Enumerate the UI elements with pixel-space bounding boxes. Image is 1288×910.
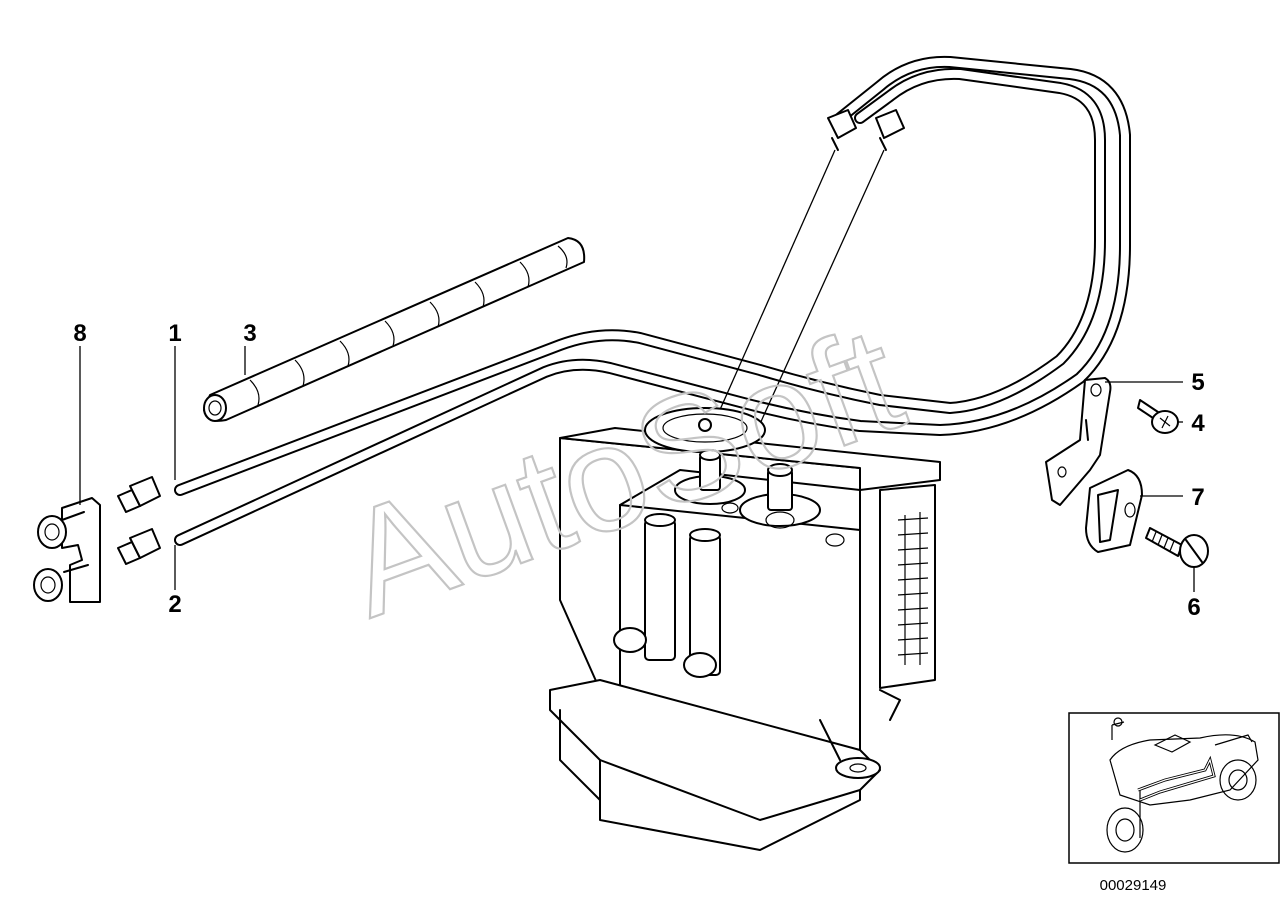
callout-6: 6 <box>1187 594 1200 621</box>
callout-2: 2 <box>168 591 181 618</box>
document-number: 00029149 <box>1100 877 1167 894</box>
pipe-end-1 <box>117 476 161 513</box>
callout-7: 7 <box>1191 484 1204 511</box>
leader-lines <box>79 346 1195 592</box>
abs-hydraulic-unit <box>549 407 941 851</box>
motorcycle-icon <box>1106 717 1259 853</box>
motorcycle-inset <box>1068 712 1280 864</box>
callout-4: 4 <box>1191 410 1205 437</box>
callout-5: 5 <box>1191 369 1204 396</box>
screw-small <box>1137 399 1179 434</box>
callout-3: 3 <box>243 320 256 347</box>
brake-pipe-loop <box>174 55 1131 546</box>
screw-large <box>1145 527 1209 568</box>
protective-hose <box>203 237 586 422</box>
callout-8: 8 <box>73 320 86 347</box>
pipe-end-2 <box>117 528 161 565</box>
pipe-clip <box>33 497 101 603</box>
callout-1: 1 <box>168 320 181 347</box>
bracket <box>1045 377 1112 506</box>
pipe-holder <box>1085 469 1143 553</box>
